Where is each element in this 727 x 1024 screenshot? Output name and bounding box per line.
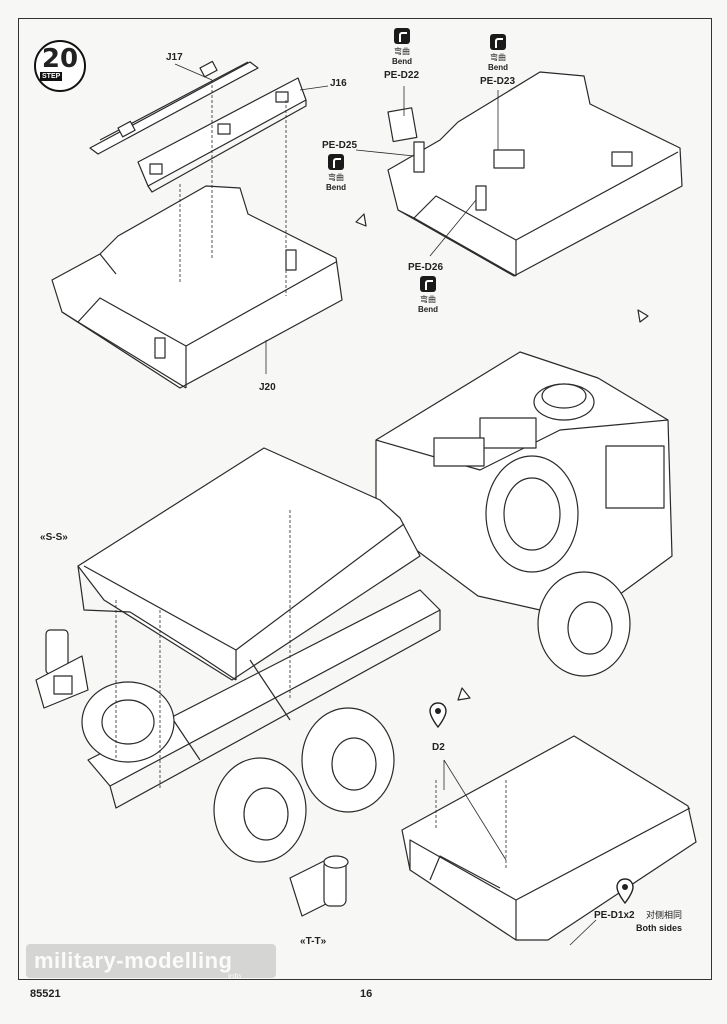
bend-en-label: Bend [326, 183, 346, 192]
page-frame [18, 18, 712, 980]
bend-icon [420, 276, 436, 292]
part-j20-label: J20 [259, 382, 276, 393]
pe-d23-label: PE-D23 [480, 76, 516, 87]
step-number: 20 [41, 44, 79, 74]
detail-tt-drawing [289, 855, 349, 917]
section-ss-label: «S-S» [40, 532, 68, 543]
bend-icon [490, 34, 506, 50]
bend-cn-label: 弯曲 [394, 47, 410, 56]
bend-icon [328, 154, 344, 170]
bend-en-label: Bend [392, 57, 412, 66]
pe-d26-label: PE-D26 [408, 262, 444, 273]
pe-d25-label: PE-D25 [322, 140, 358, 151]
bend-en-label: Bend [488, 63, 508, 72]
both-sides-en-label: Both sides [636, 923, 683, 933]
part-j20-drawing [51, 185, 343, 389]
bend-en-label: Bend [418, 305, 438, 314]
pe-d1x2-label: PE-D1x2 [594, 910, 635, 921]
bend-icon [394, 28, 410, 44]
both-sides-cn-label: 对侧相同 [646, 910, 683, 920]
watermark-sub: info [228, 972, 241, 981]
part-j16-drawing [137, 77, 307, 193]
bend-cn-label: 弯曲 [420, 295, 436, 304]
step-badge: 20 STEP [34, 40, 86, 92]
pe-d22-label: PE-D22 [384, 70, 420, 81]
part-right-tray-drawing [387, 71, 683, 277]
bend-cn-label: 弯曲 [490, 53, 506, 62]
part-j16-label: J16 [330, 78, 347, 89]
watermark [26, 944, 276, 978]
watermark-text: military-modelling [34, 948, 233, 973]
part-d2-label: D2 [432, 742, 445, 753]
location-pin-icon [429, 702, 447, 728]
part-j17-label: J17 [166, 52, 183, 63]
section-ss-text: S-S [45, 532, 63, 543]
page-number: 16 [360, 988, 373, 1000]
product-code: 85521 [30, 988, 61, 1000]
location-pin-icon [616, 878, 634, 904]
step-word: STEP [40, 72, 63, 81]
section-tt-label: «T-T» [300, 936, 327, 947]
part-j17-drawing [89, 60, 259, 155]
truck-drawing [77, 351, 673, 863]
section-tt-text: T-T [305, 936, 321, 947]
bend-cn-label: 弯曲 [328, 173, 344, 182]
assembly-guides [115, 80, 507, 870]
callout-lines [174, 63, 597, 946]
flow-arrows [355, 213, 649, 701]
detail-ss-drawing [35, 629, 89, 709]
